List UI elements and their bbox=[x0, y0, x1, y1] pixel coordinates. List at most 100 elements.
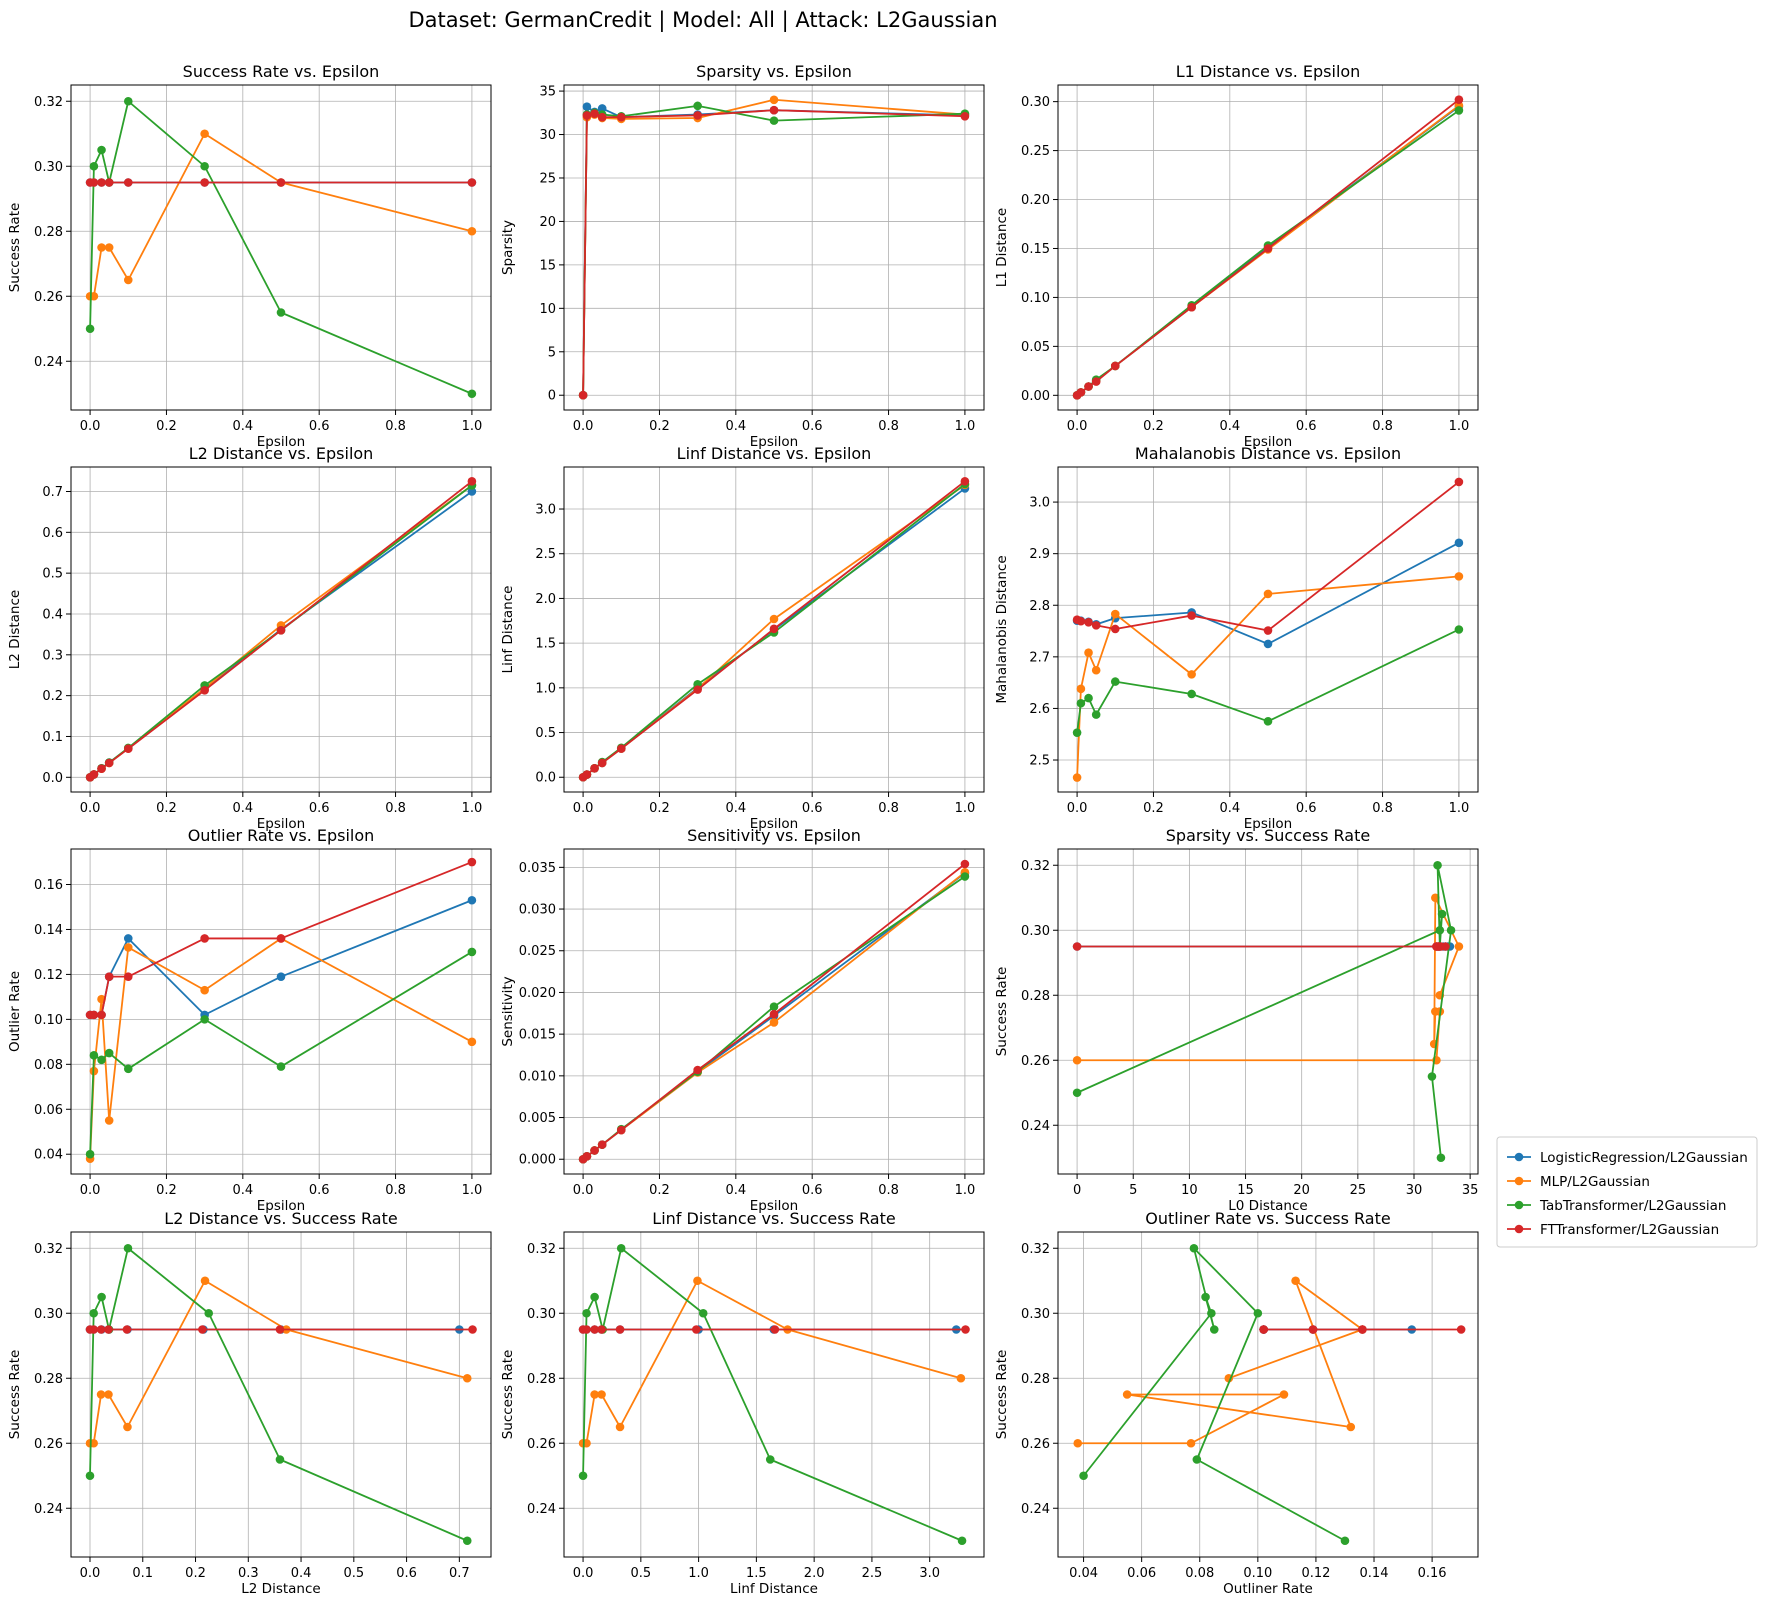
x-tick-label: 0.06 bbox=[1127, 1566, 1156, 1581]
panel-title: Mahalanobis Distance vs. Epsilon bbox=[1135, 444, 1401, 463]
data-point bbox=[104, 243, 114, 252]
y-tick-label: 30 bbox=[539, 128, 556, 143]
series-line bbox=[89, 1279, 468, 1445]
axes-frame bbox=[563, 848, 985, 1175]
data-point bbox=[104, 1390, 113, 1399]
data-point bbox=[85, 324, 95, 334]
x-tick-label: 0.08 bbox=[1185, 1566, 1214, 1581]
data-point bbox=[1263, 717, 1273, 726]
data-point bbox=[1454, 625, 1464, 634]
data-point bbox=[1441, 942, 1450, 951]
data-point bbox=[616, 1125, 626, 1135]
data-point bbox=[1358, 1325, 1367, 1334]
x-tick-label: 0.0 bbox=[80, 801, 101, 816]
figure-title: Dataset: GermanCredit | Model: All | Att… bbox=[408, 8, 997, 33]
y-tick-label: 3.0 bbox=[535, 503, 556, 518]
series-fttransformer-l2gaussian bbox=[578, 1325, 970, 1334]
data-point bbox=[104, 1116, 114, 1125]
x-tick-label: 0.4 bbox=[725, 801, 746, 816]
series-fttransformer-l2gaussian bbox=[85, 857, 477, 1020]
y-tick-label: 0.0 bbox=[42, 771, 63, 786]
panel-title: Sensitivity vs. Epsilon bbox=[687, 826, 861, 845]
x-axis-label: Epsilon bbox=[1244, 434, 1292, 450]
plot-area bbox=[564, 1232, 984, 1557]
x-tick-label: 0.8 bbox=[385, 1183, 406, 1198]
legend-entry: MLP/L2Gaussian bbox=[1507, 1174, 1650, 1190]
y-tick-label: 0.24 bbox=[34, 355, 63, 370]
data-point bbox=[467, 947, 477, 957]
y-tick-label: 25 bbox=[539, 171, 556, 186]
data-point bbox=[597, 1140, 607, 1149]
y-tick-label: 0.005 bbox=[519, 1111, 556, 1126]
y-tick-label: 0.16 bbox=[34, 878, 63, 893]
data-point bbox=[97, 1010, 106, 1020]
x-tick-label: 0.8 bbox=[878, 419, 899, 434]
x-tick-label: 1.0 bbox=[462, 419, 483, 434]
y-axis-label: Sparsity bbox=[500, 220, 516, 275]
data-point bbox=[96, 1325, 106, 1334]
data-point bbox=[578, 1471, 588, 1481]
y-tick-label: 0.020 bbox=[519, 986, 556, 1001]
x-tick-label: 0.10 bbox=[1243, 1566, 1272, 1581]
data-point bbox=[1091, 377, 1101, 386]
data-point bbox=[1437, 909, 1447, 919]
data-point bbox=[122, 1325, 132, 1334]
y-tick-label: 0.015 bbox=[519, 1028, 556, 1043]
y-tick-label: 0.0 bbox=[535, 771, 556, 786]
axes-frame bbox=[70, 1231, 492, 1558]
data-point bbox=[1436, 1153, 1446, 1163]
series-fttransformer-l2gaussian bbox=[1072, 95, 1464, 400]
x-axis-label: L2 Distance bbox=[241, 1581, 320, 1597]
data-point bbox=[769, 105, 779, 115]
data-point bbox=[616, 744, 626, 753]
data-point bbox=[276, 626, 286, 635]
data-point bbox=[1091, 621, 1101, 630]
data-point bbox=[462, 1373, 472, 1383]
x-tick-label: 0.4 bbox=[232, 419, 253, 434]
x-tick-label: 0.0 bbox=[80, 1183, 101, 1198]
x-tick-label: 0.8 bbox=[878, 801, 899, 816]
y-tick-label: 0.26 bbox=[1021, 1437, 1050, 1452]
series-fttransformer-l2gaussian bbox=[578, 105, 970, 400]
data-point bbox=[123, 96, 133, 106]
series-fttransformer-l2gaussian bbox=[1259, 1325, 1466, 1334]
data-point bbox=[616, 112, 626, 122]
panel-title: Outliner Rate vs. Success Rate bbox=[1145, 1209, 1390, 1228]
data-point bbox=[104, 972, 114, 981]
x-axis-label: Epsilon bbox=[1244, 816, 1292, 832]
data-point bbox=[1110, 361, 1120, 371]
y-tick-label: 0.30 bbox=[34, 160, 63, 175]
x-tick-label: 0.2 bbox=[1143, 801, 1164, 816]
y-axis-label: Success Rate bbox=[500, 1350, 516, 1440]
data-point bbox=[1084, 617, 1093, 627]
data-point bbox=[467, 476, 477, 486]
data-point bbox=[956, 1373, 966, 1383]
data-point bbox=[1110, 609, 1120, 619]
y-tick-label: 0.10 bbox=[1021, 291, 1050, 306]
axes-frame bbox=[70, 84, 492, 411]
y-tick-label: 2.6 bbox=[1029, 702, 1050, 717]
data-point bbox=[276, 178, 286, 187]
y-tick-label: 0.5 bbox=[535, 726, 556, 741]
data-point bbox=[769, 1002, 779, 1011]
data-point bbox=[590, 1292, 599, 1302]
data-point bbox=[200, 161, 209, 171]
series-line bbox=[90, 132, 473, 298]
data-point bbox=[765, 1455, 775, 1464]
data-point bbox=[1084, 693, 1093, 703]
y-tick-label: 2.9 bbox=[1029, 547, 1050, 562]
data-point bbox=[1433, 860, 1442, 870]
data-point bbox=[1454, 477, 1464, 487]
x-tick-label: 0.8 bbox=[385, 801, 406, 816]
x-tick-label: 0.4 bbox=[232, 801, 253, 816]
data-point bbox=[1263, 244, 1273, 253]
